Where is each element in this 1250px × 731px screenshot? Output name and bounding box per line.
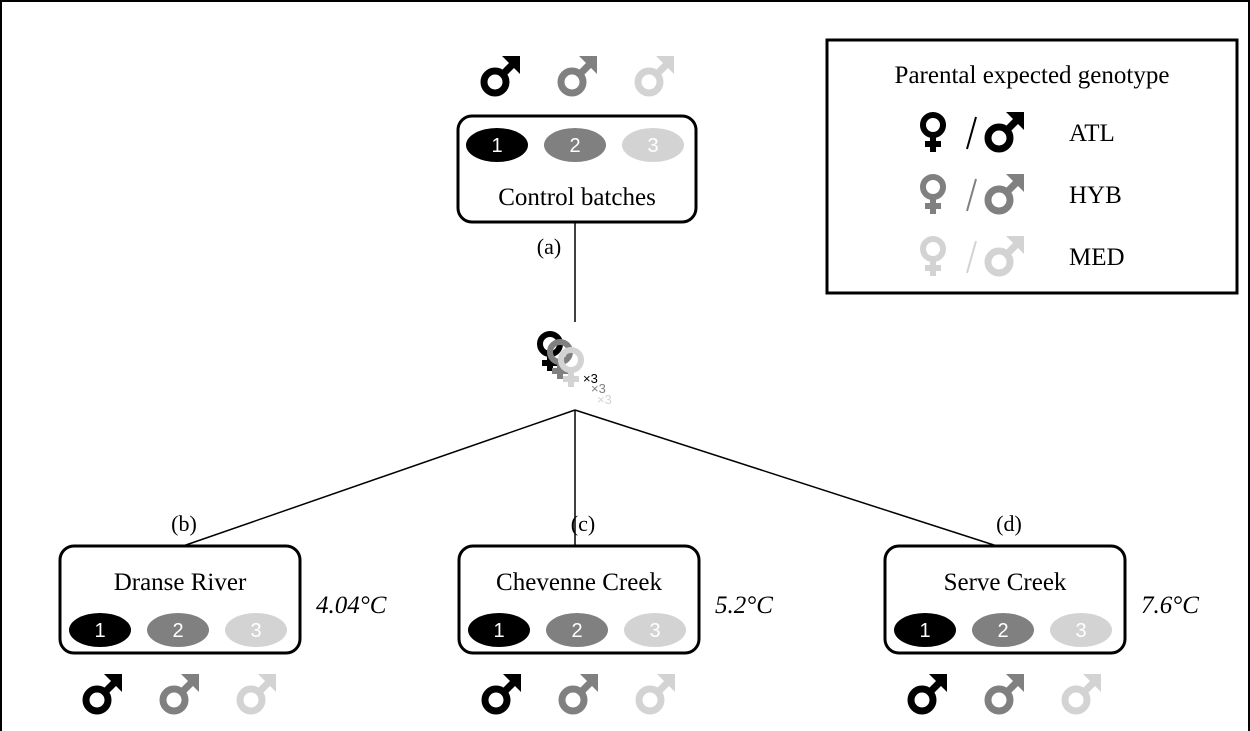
control-male-icons — [484, 56, 674, 93]
site-serve-batch-number-atl: 1 — [919, 620, 930, 642]
legend-box — [825, 38, 1239, 295]
mother-multiplier-med: ×3 — [597, 392, 612, 407]
site-groups: Dranse River 1 2 3 (b) 4.04°C Chevenne Creek 1 2… — [58, 511, 1199, 711]
control-batch-oval-atl — [466, 128, 528, 162]
control-batch-number-med: 3 — [647, 135, 658, 157]
site-serve-batch-number-hyb: 2 — [997, 620, 1008, 642]
site-serve-batch-oval-hyb — [972, 613, 1034, 647]
site-letter: (b) — [171, 511, 197, 536]
legend-label-atl: ATL — [1069, 120, 1115, 147]
site-temperature: 4.04°C — [316, 592, 387, 619]
mother-female-cluster: ×3 ×3 ×3 — [540, 334, 612, 407]
site-dranse-male-icon-med — [240, 674, 276, 711]
site-chevenne-batch-oval-atl — [468, 613, 530, 647]
legend-rows: ATL HYB MED — [923, 112, 1125, 276]
site-temperature: 7.6°C — [1141, 592, 1199, 619]
site-dranse-batch-number-med: 3 — [250, 620, 261, 642]
site-chevenne-male-icon-hyb — [562, 674, 598, 711]
legend-slash-hyb — [966, 178, 977, 212]
control-batches-title: Control batches — [498, 184, 656, 211]
control-letter: (a) — [537, 234, 561, 259]
site-chevenne-male-icon-atl — [485, 674, 521, 711]
site-group-chevenne: Chevenne Creek 1 2 3 (c) 5.2°C — [457, 511, 773, 711]
legend-label-med: MED — [1069, 244, 1125, 271]
site-dranse-batch-oval-med — [225, 613, 287, 647]
site-name: Serve Creek — [944, 569, 1067, 596]
legend: Parental expected genotype ATL HYB MED — [825, 38, 1239, 295]
site-group-serve: Serve Creek 1 2 3 (d) 7.6°C — [883, 511, 1199, 711]
site-dranse-male-icon-hyb — [163, 674, 199, 711]
site-dranse-batch-oval-atl — [69, 613, 131, 647]
site-name: Dranse River — [114, 569, 247, 596]
site-letter: (d) — [996, 511, 1022, 536]
site-chevenne-batch-number-atl: 1 — [493, 620, 504, 642]
control-batch-number-atl: 1 — [491, 135, 502, 157]
control-male-icon-hyb — [561, 56, 597, 93]
legend-title: Parental expected genotype — [895, 62, 1170, 89]
legend-label-hyb: HYB — [1069, 182, 1122, 209]
site-group-dranse: Dranse River 1 2 3 (b) 4.04°C — [58, 511, 387, 711]
connector-serve — [574, 409, 998, 547]
site-chevenne-batch-number-hyb: 2 — [571, 620, 582, 642]
site-temperature: 5.2°C — [715, 592, 773, 619]
site-chevenne-batch-number-med: 3 — [649, 620, 660, 642]
site-serve-male-icon-med — [1065, 674, 1101, 711]
legend-slash-atl — [966, 116, 977, 150]
site-dranse-batch-oval-hyb — [147, 613, 209, 647]
legend-slash-med — [966, 240, 977, 274]
control-male-icon-med — [638, 56, 674, 93]
site-chevenne-batch-oval-med — [624, 613, 686, 647]
control-male-icon-atl — [484, 56, 520, 93]
site-chevenne-male-icon-med — [639, 674, 675, 711]
control-group: 1 2 3 Control batches (a) — [456, 56, 698, 259]
site-serve-male-icon-hyb — [988, 674, 1024, 711]
site-serve-batch-number-med: 3 — [1075, 620, 1086, 642]
site-name: Chevenne Creek — [496, 569, 662, 596]
site-serve-male-icon-atl — [911, 674, 947, 711]
mother-multiplier-hyb: ×3 — [591, 381, 606, 396]
control-batch-number-hyb: 2 — [569, 135, 580, 157]
control-batch-oval-hyb — [544, 128, 606, 162]
connector-lines — [182, 222, 998, 547]
site-serve-batch-oval-atl — [894, 613, 956, 647]
site-chevenne-batch-oval-hyb — [546, 613, 608, 647]
connector-dranse — [182, 409, 576, 547]
site-serve-batch-oval-med — [1050, 613, 1112, 647]
control-batch-ovals: 1 2 3 — [466, 128, 684, 162]
site-dranse-batch-number-atl: 1 — [94, 620, 105, 642]
mother-multiplier-atl: ×3 — [583, 371, 598, 386]
control-batch-oval-med — [622, 128, 684, 162]
site-dranse-batch-number-hyb: 2 — [172, 620, 183, 642]
site-letter: (c) — [571, 511, 595, 536]
site-dranse-male-icon-atl — [86, 674, 122, 711]
